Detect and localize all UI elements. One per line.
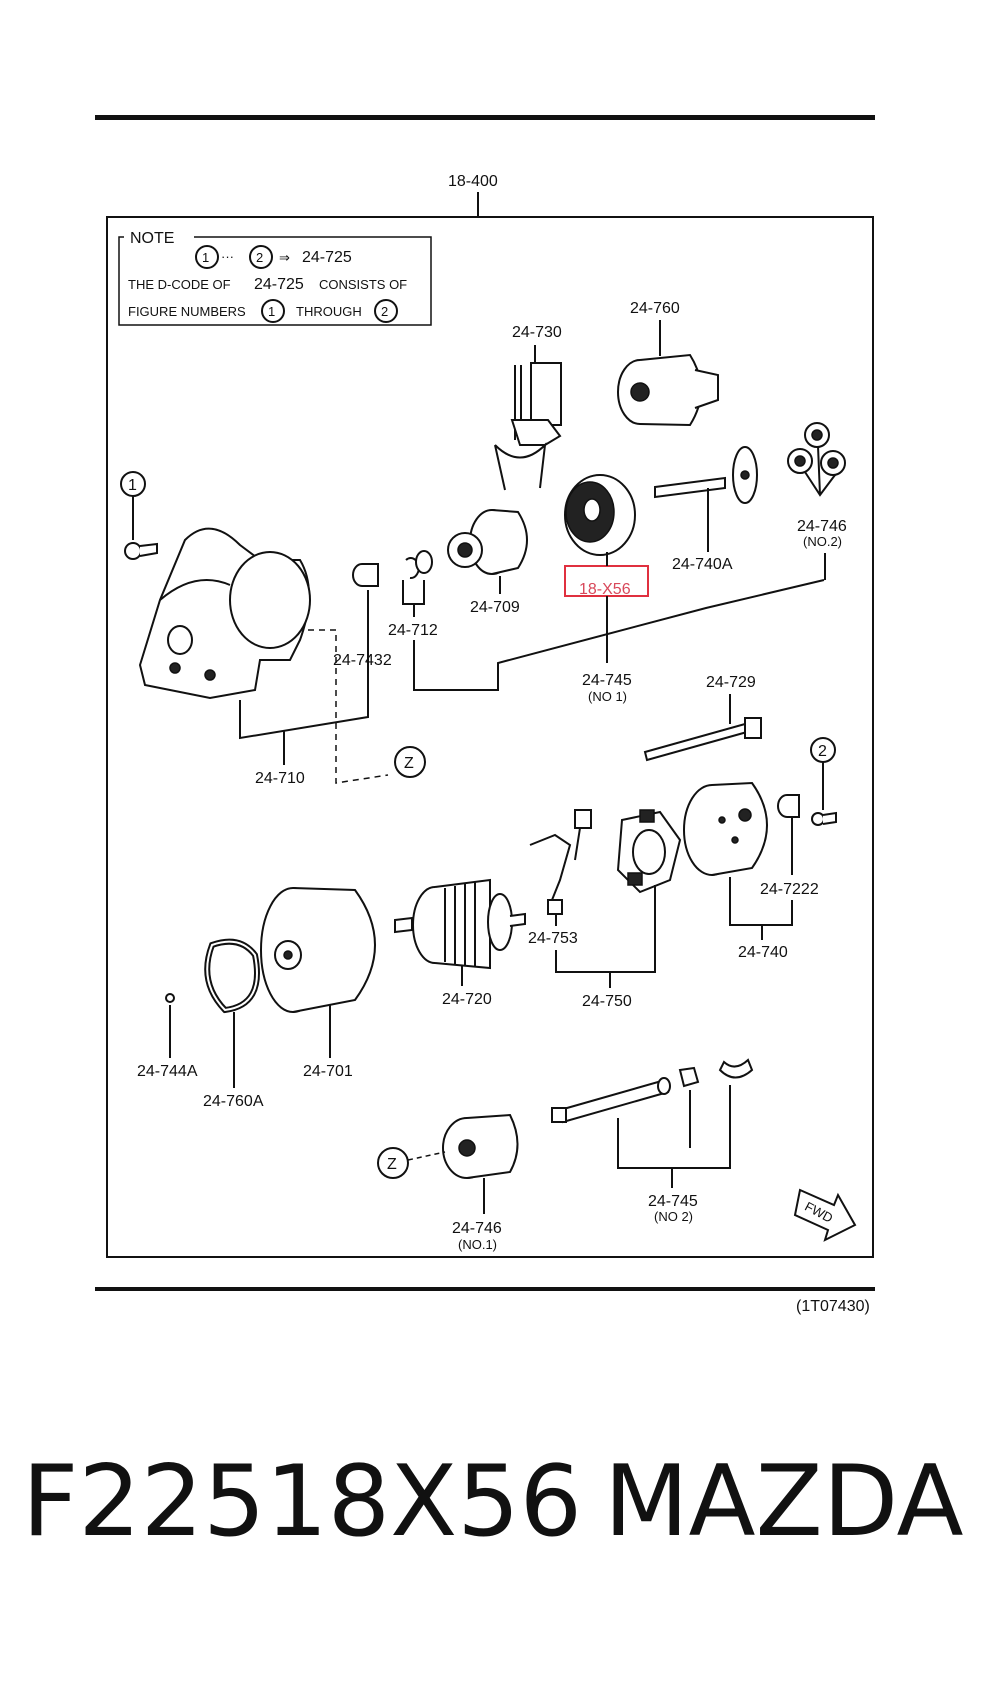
label-24-744a: 24-744A xyxy=(137,1063,198,1080)
note-line2-end: CONSISTS OF xyxy=(319,277,407,292)
note-line3-mid: THROUGH xyxy=(296,304,362,319)
note-box: NOTE 1 ··· 2 ⇒ 24-725 THE D-CODE OF 24-7… xyxy=(118,228,432,326)
header-ref: 18-400 xyxy=(448,173,498,190)
label-24-760: 24-760 xyxy=(630,300,680,317)
label-24-760a: 24-760A xyxy=(203,1093,264,1110)
planetary-gears-24-746-no2 xyxy=(787,422,846,497)
diagram-frame xyxy=(106,216,874,1258)
bottom-rule xyxy=(95,1287,875,1291)
note-line3-to: 2 xyxy=(381,304,388,319)
front-housing-24-710 xyxy=(138,527,311,700)
internal-gear-18-x56 xyxy=(564,474,636,556)
seal-band-24-760a xyxy=(204,938,260,1014)
label-24-720: 24-720 xyxy=(442,991,492,1008)
label-24-712: 24-712 xyxy=(388,622,438,639)
note-line2: THE D-CODE OF xyxy=(128,277,231,292)
footer-brand: MAZDA xyxy=(604,1445,964,1559)
footer-part-number: F22518X56 xyxy=(22,1445,582,1559)
pinion-gear-24-746-no1 xyxy=(442,1113,519,1179)
bushing-24-7222 xyxy=(777,794,800,818)
lever-part-24-730 xyxy=(494,362,562,491)
label-24-729: 24-729 xyxy=(706,674,756,691)
yoke-24-701 xyxy=(260,887,376,1013)
solenoid-24-760 xyxy=(617,353,719,427)
note-line2-code: 24-725 xyxy=(254,276,304,293)
note-title: NOTE xyxy=(130,230,174,247)
shaft-24-745-no2 xyxy=(551,1058,754,1124)
top-rule xyxy=(95,115,875,120)
figure-code: (1T07430) xyxy=(796,1298,870,1315)
armature-24-720 xyxy=(394,878,526,970)
label-24-7432: 24-7432 xyxy=(333,652,392,669)
callout-z-bottom: Z xyxy=(387,1156,397,1173)
label-24-753: 24-753 xyxy=(528,930,578,947)
label-24-701: 24-701 xyxy=(303,1063,353,1080)
svg-text:⇒: ⇒ xyxy=(279,250,290,265)
label-24-740a: 24-740A xyxy=(672,556,733,573)
label-24-740: 24-740 xyxy=(738,944,788,961)
label-24-7222: 24-7222 xyxy=(760,881,819,898)
svg-text:···: ··· xyxy=(221,249,234,264)
fwd-arrow: FWD xyxy=(793,1188,857,1242)
shaft-24-740a xyxy=(654,446,758,504)
label-24-745-no1-sub: (NO 1) xyxy=(588,689,627,704)
rear-cover-24-740 xyxy=(683,781,768,876)
label-24-750: 24-750 xyxy=(582,993,632,1010)
label-24-745-no1: 24-745 xyxy=(582,672,632,689)
steel-ball-24-744a xyxy=(165,993,175,1003)
clutch-24-709 xyxy=(447,509,528,575)
screw-2 xyxy=(811,811,837,826)
callout-1: 1 xyxy=(128,477,137,494)
through-bolt-24-729 xyxy=(643,717,762,762)
callout-z-top: Z xyxy=(404,755,414,772)
note-line3-from: 1 xyxy=(268,304,275,319)
callout-2: 2 xyxy=(818,743,827,760)
highlight-code: 18-X56 xyxy=(579,581,631,598)
note-code: 24-725 xyxy=(302,249,352,266)
label-24-746-no2-sub: (NO.2) xyxy=(803,534,842,549)
label-24-746-no1: 24-746 xyxy=(452,1220,502,1237)
stop-rings-24-712 xyxy=(405,550,433,580)
label-24-746-no1-sub: (NO.1) xyxy=(458,1237,497,1252)
label-24-710: 24-710 xyxy=(255,770,305,787)
bushing-24-7432 xyxy=(352,563,379,587)
label-24-746-no2: 24-746 xyxy=(797,518,847,535)
note-callout-to: 2 xyxy=(256,250,263,265)
label-24-745-no2-sub: (NO 2) xyxy=(654,1209,693,1224)
bolt-1 xyxy=(124,542,158,560)
label-24-745-no2: 24-745 xyxy=(648,1193,698,1210)
brush-holder-24-750 xyxy=(616,809,682,894)
label-24-709: 24-709 xyxy=(470,599,520,616)
brush-leads-24-753 xyxy=(529,809,592,915)
note-line3: FIGURE NUMBERS xyxy=(128,304,246,319)
note-callout-from: 1 xyxy=(202,250,209,265)
label-24-730: 24-730 xyxy=(512,324,562,341)
